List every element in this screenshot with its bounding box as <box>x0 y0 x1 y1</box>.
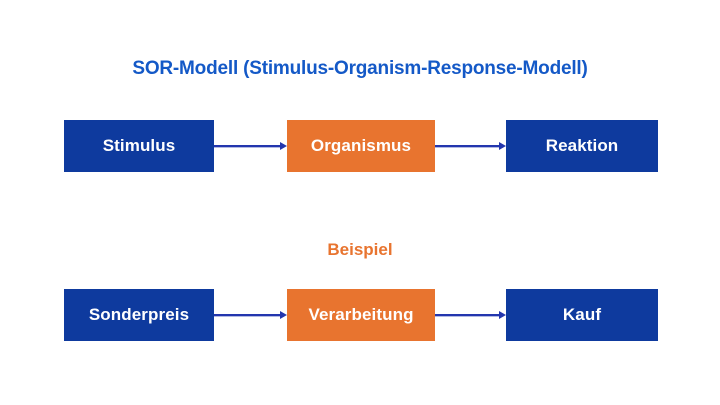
arrow-sonderpreis-verarbeitung <box>214 314 280 316</box>
diagram-title: SOR-Modell (Stimulus-Organism-Response-M… <box>132 58 588 79</box>
box-organismus: Organismus <box>287 120 435 172</box>
box-reaktion: Reaktion <box>506 120 658 172</box>
box-stimulus: Stimulus <box>64 120 214 172</box>
box-verarbeitung: Verarbeitung <box>287 289 435 341</box>
arrowhead-icon <box>499 310 506 319</box>
box-sonderpreis: Sonderpreis <box>64 289 214 341</box>
arrow-verarbeitung-kauf <box>435 314 499 316</box>
arrowhead-icon <box>280 310 287 319</box>
arrow-stimulus-organismus <box>214 145 280 147</box>
arrow-organismus-reaktion <box>435 145 499 147</box>
example-heading: Beispiel <box>327 240 393 259</box>
box-kauf: Kauf <box>506 289 658 341</box>
arrowhead-icon <box>499 141 506 150</box>
arrowhead-icon <box>280 141 287 150</box>
